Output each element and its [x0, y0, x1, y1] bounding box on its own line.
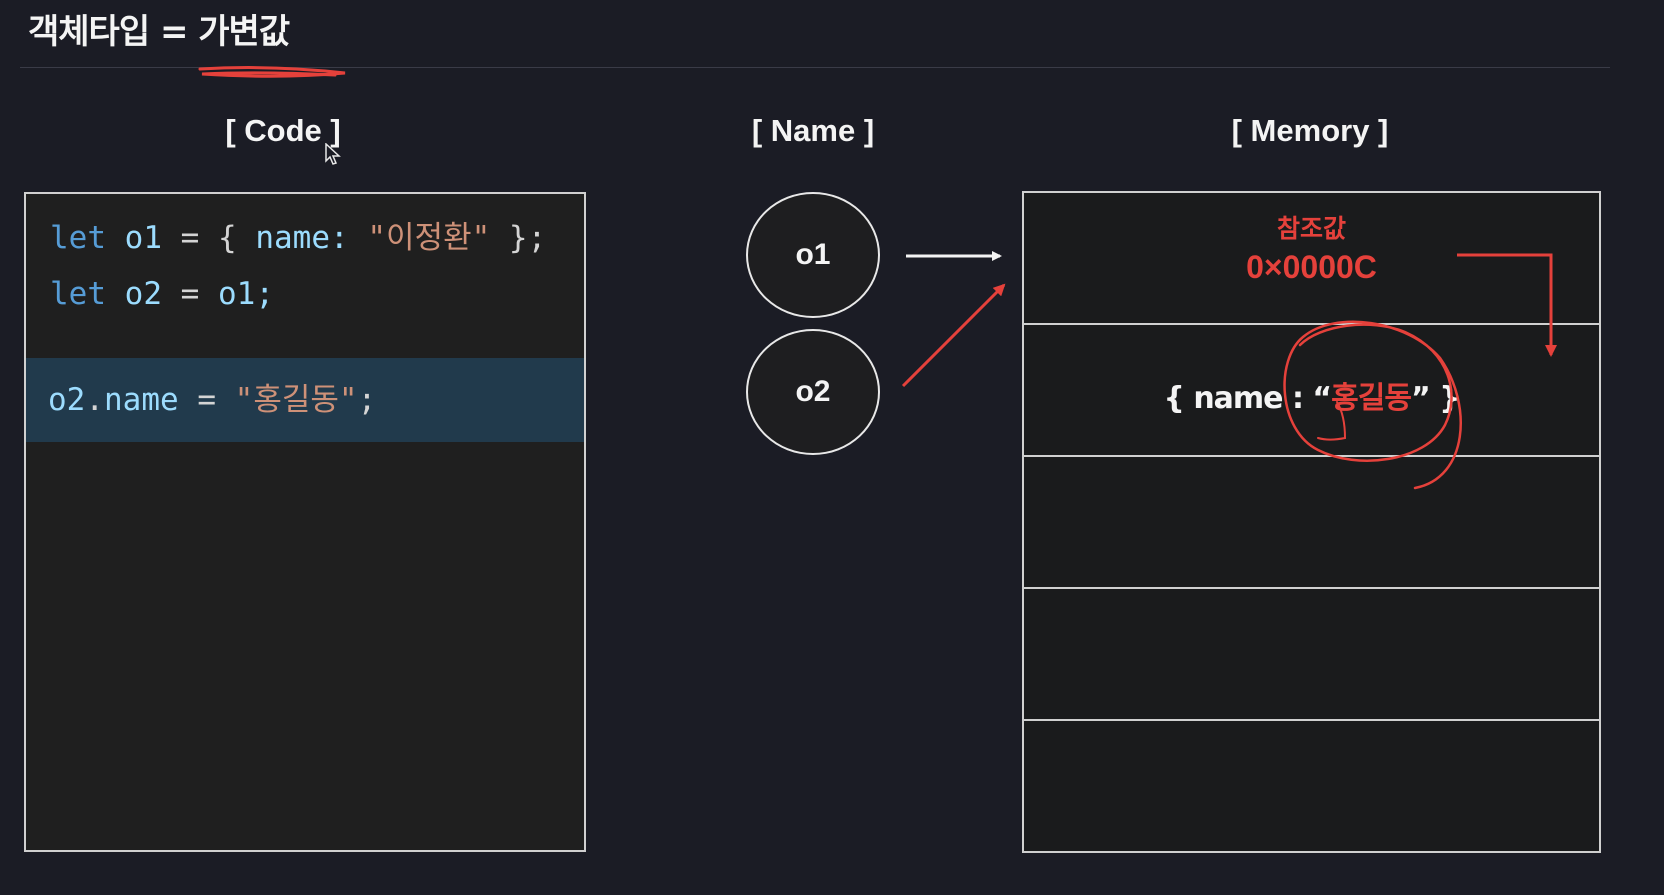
memory-column-header: [ Memory ] [1231, 113, 1389, 148]
variable-o1: o1 [124, 220, 162, 256]
memory-cell-empty [1024, 589, 1599, 721]
mouse-cursor-icon [325, 143, 341, 165]
arrow-o2-to-memory [901, 283, 1006, 388]
object-open-brace: { [218, 220, 237, 256]
name-node-o2: o2 [746, 329, 880, 455]
code-column-header: [ Code ] [225, 113, 341, 148]
memory-cell-empty [1024, 721, 1599, 851]
memory-cell-empty [1024, 457, 1599, 589]
variable-o2: o2 [124, 276, 162, 312]
reference-o1: o1; [218, 276, 275, 312]
memory-panel: 참조값 0×0000C { name : “홍길동” } [1022, 191, 1601, 853]
assign-operator: = [197, 382, 216, 418]
memory-cell-reference: 참조값 0×0000C [1024, 193, 1599, 325]
name-node-label: o1 [795, 238, 831, 271]
object-string-value: 홍길동 [1331, 381, 1412, 416]
code-line-3: o2.name = "홍길동"; [48, 380, 376, 420]
circle-annotation [1283, 320, 1462, 490]
property-key: name: [255, 220, 349, 256]
title-divider [20, 67, 1610, 68]
circle-annotation-tick [1317, 401, 1347, 441]
property-name: name [104, 382, 179, 418]
reference-address: 0×0000C [1246, 249, 1377, 285]
reference-label: 참조값 [1276, 214, 1347, 243]
code-line-2: let o2 = o1; [50, 274, 274, 314]
name-node-label: o2 [795, 375, 831, 408]
keyword-let: let [50, 276, 106, 312]
string-literal: "홍길동" [234, 382, 358, 418]
semicolon: ; [357, 382, 377, 418]
assign-operator: = [180, 220, 200, 256]
dot-operator: . [85, 382, 104, 418]
object-close-brace: }; [508, 220, 547, 256]
name-column-header: [ Name ] [751, 113, 875, 148]
highlighted-code-row [26, 358, 584, 442]
variable-o2: o2 [48, 382, 86, 418]
assign-operator: = [180, 276, 200, 312]
name-node-o1: o1 [746, 192, 880, 318]
page-title: 객체타입 = 가변값 [28, 12, 290, 52]
title-underline-scribble [198, 66, 346, 78]
string-literal: "이정환" [367, 220, 491, 256]
memory-cell-object: { name : “홍길동” } [1024, 325, 1599, 457]
object-prefix: { name : “ [1163, 381, 1333, 416]
code-line-1: let o1 = { name: "이정환" }; [50, 218, 546, 258]
arrow-reference-to-object [1457, 253, 1557, 357]
code-panel: let o1 = { name: "이정환" }; let o2 = o1; o… [24, 192, 586, 852]
keyword-let: let [50, 220, 106, 256]
